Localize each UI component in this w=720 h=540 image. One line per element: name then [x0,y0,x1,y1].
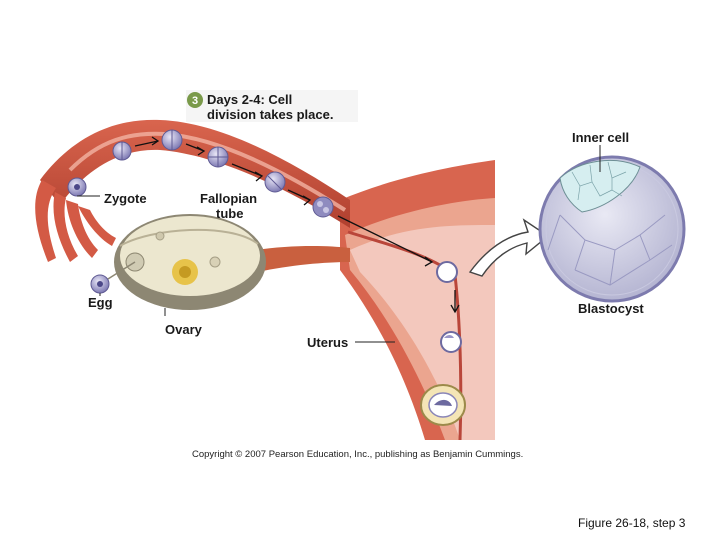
implanted-embryo [420,384,466,426]
copyright-notice: Copyright © 2007 Pearson Education, Inc.… [192,449,523,460]
blastocyst-detail [538,145,686,303]
zygote-label: Zygote [104,191,147,206]
fallopian-label-line1: Fallopian [200,191,257,206]
step-title-line1: Days 2-4: Cell [207,92,292,107]
uterus-wall [340,160,495,441]
blastocyst-label: Blastocyst [578,301,644,316]
morula [312,196,334,218]
path-arrows [134,136,460,314]
step-badge: 3 Days 2-4: Cell division takes place. [186,90,358,122]
uterus-label: Uterus [307,335,348,350]
blastocyst-in-uterus [436,261,462,353]
egg-cell [90,274,110,294]
fallopian-label-line2: tube [216,206,243,221]
step-title-line2: division takes place. [207,107,333,122]
inner-cell-mass [559,160,641,213]
ovary [114,214,266,310]
eight-cell-stage [264,171,286,193]
leader-lines [77,195,395,343]
figure-caption: Figure 26-18, step 3 [578,516,686,530]
step-number: 3 [192,95,198,107]
dividing-cells [67,129,334,218]
egg-label: Egg [88,295,113,310]
inner-cell-label: Inner cell [572,130,629,145]
ovarian-ligament [255,245,350,272]
ovary-label: Ovary [165,322,203,337]
fimbriae [35,180,116,262]
